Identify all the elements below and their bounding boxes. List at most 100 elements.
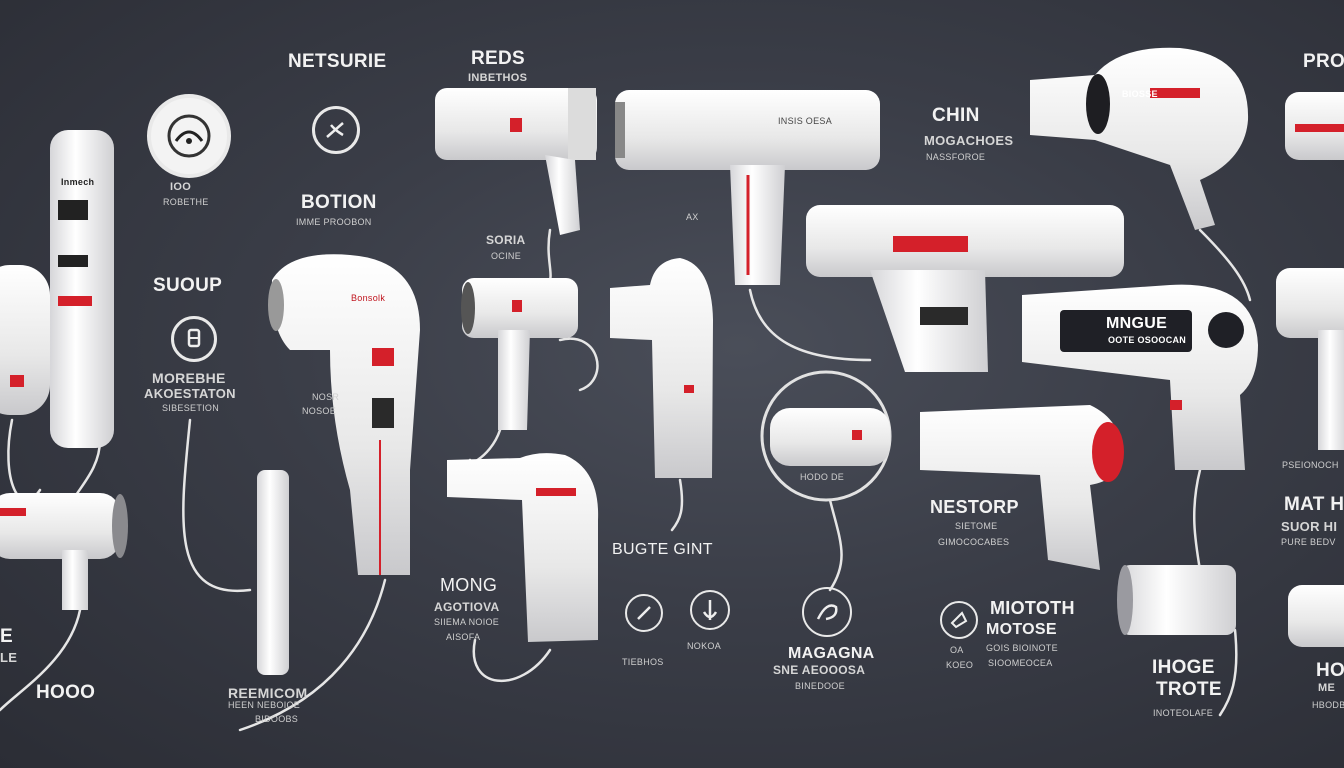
label-miototh: MIOTOTH [990,598,1075,618]
label-netsurie: NETSURIE [288,51,387,72]
label-motose: MOTOSE [986,621,1057,638]
label-chin-sub1: MOGACHOES [924,133,1014,148]
label-reds: REDS [471,48,525,69]
label-mat: MAT H [1284,494,1344,515]
label-magagna-sub2: BINEDOOE [795,681,845,691]
device-dryer-top-3 [1030,47,1249,231]
label-bugte-gint: BUGTE GINT [612,541,713,558]
device-dryer-top-1 [435,88,597,235]
label-motose-sub2: SIOOMEOCEA [988,658,1053,668]
label-ioo: IOO [170,181,192,193]
label-tiebhos: TIEBHOS [622,657,664,667]
cord [748,288,872,362]
label-morebhe: MOREBHE [152,370,226,386]
device-dryer-low-1 [447,453,599,642]
label-botion: BOTION [301,192,377,213]
cord [0,608,82,712]
label-nestorp-sub1: SIETOME [955,521,998,531]
label-chin-sub2: NASSFOROE [926,152,986,162]
label-mong: MONG [440,575,498,595]
label-nosr-sub: NOSOE [302,406,337,416]
device-trimmer-left [50,130,114,448]
cord [182,418,252,593]
label-pseionoch: PSEIONOCH [1282,460,1339,470]
device-dryer-mid-4 [1022,284,1258,470]
swirl-icon [802,587,852,637]
device-diffuser [1117,565,1236,635]
cord [7,418,42,502]
nozzle-icon [940,601,978,639]
label-hbodb: HBODB [1312,700,1344,710]
label-reemicom-sub2: BIDOOBS [255,714,299,724]
device-dryer-large [268,254,420,575]
label-nosr: NOSR [312,392,340,402]
label-hodo-de: HODO DE [800,472,845,482]
label-oa: OA [950,645,964,655]
label-mat-sub1: SUOR HI [1281,519,1338,534]
fan-icon [312,106,360,154]
label-reemicom-sub1: HEEN NEBOIOE [228,700,301,710]
label-morebhe-sub1: AKOESTATON [144,386,236,401]
label-ihoge: IHOGE [1152,657,1215,678]
cord [558,337,599,392]
label-mngue-sub: OOTE OSOOCAN [1108,335,1187,345]
device-dryer-mid-3 [806,205,1124,372]
cord [546,228,552,287]
cord [1198,228,1252,302]
label-magagna-sub1: SNE AEOOOSA [773,663,866,677]
device-dryer-mid-2 [610,258,713,478]
label-le-left: LE [0,650,18,665]
device-label-inmech: Inmech [61,177,95,187]
label-nestorp: NESTORP [930,497,1019,517]
cord [1193,468,1202,572]
label-e-left: E [0,626,13,647]
device-dryer-left-top [0,265,50,415]
label-chin: CHIN [932,105,980,126]
label-ioo-sub: ROBETHE [163,197,209,207]
device-label-bonsolk: Bonsolk [351,293,386,303]
label-mong-sub3: AISOFA [446,632,481,642]
label-nestorp-sub2: GIMOCOCABES [938,537,1010,547]
label-mong-sub1: AGOTIOVA [434,600,500,614]
device-straightener [257,470,289,675]
label-mat-sub2: PURE BEDV [1281,537,1336,547]
cord [1218,628,1238,717]
label-morebhe-sub2: SIBESETION [162,403,220,413]
label-motose-sub1: GOIS BIOINOTE [986,643,1058,653]
device-dryer-right-edge [1276,92,1344,647]
brush-icon [625,594,663,632]
device-label-biosse: BIOSSE [1122,89,1158,99]
label-trote-sub: INOTEOLAFE [1153,708,1214,718]
label-ho-right-sub: ME [1318,682,1336,694]
label-nokoa: NOKOA [687,641,722,651]
device-dryer-low-2 [770,408,890,466]
device-dryer-low-3 [920,405,1124,570]
device-dryer-left-bottom [0,493,128,610]
cord [828,498,843,592]
cord [670,478,684,532]
label-soria-sub: OCINE [491,251,522,261]
device-dryer-mid-1 [461,278,578,430]
label-pro: PRO [1303,51,1344,72]
label-ax: AX [686,212,699,222]
label-suoup: SUOUP [153,275,223,296]
label-koeo: KOEO [946,660,974,670]
device-label-insis: INSIS OESA [778,116,833,126]
power-icon [171,316,217,362]
label-magagna: MAGAGNA [788,645,875,662]
label-hooo-left: HOOO [36,682,96,703]
label-botion-sub: IMME PROOBON [296,217,372,227]
label-ho-right: HO [1316,660,1344,681]
gauge-icon [147,94,231,178]
label-soria: SORIA [486,233,526,247]
label-mong-sub2: SIIEMA NOIOE [434,617,500,627]
droplet-icon [690,590,730,630]
device-dryer-top-2 [615,90,880,285]
cord [472,638,552,683]
cord [238,578,387,732]
label-mngue: MNGUE [1106,315,1168,332]
label-reemicom: REEMICOM [228,685,308,701]
label-reds-sub: INBETHOS [468,72,528,84]
label-trote: TROTE [1156,679,1222,700]
